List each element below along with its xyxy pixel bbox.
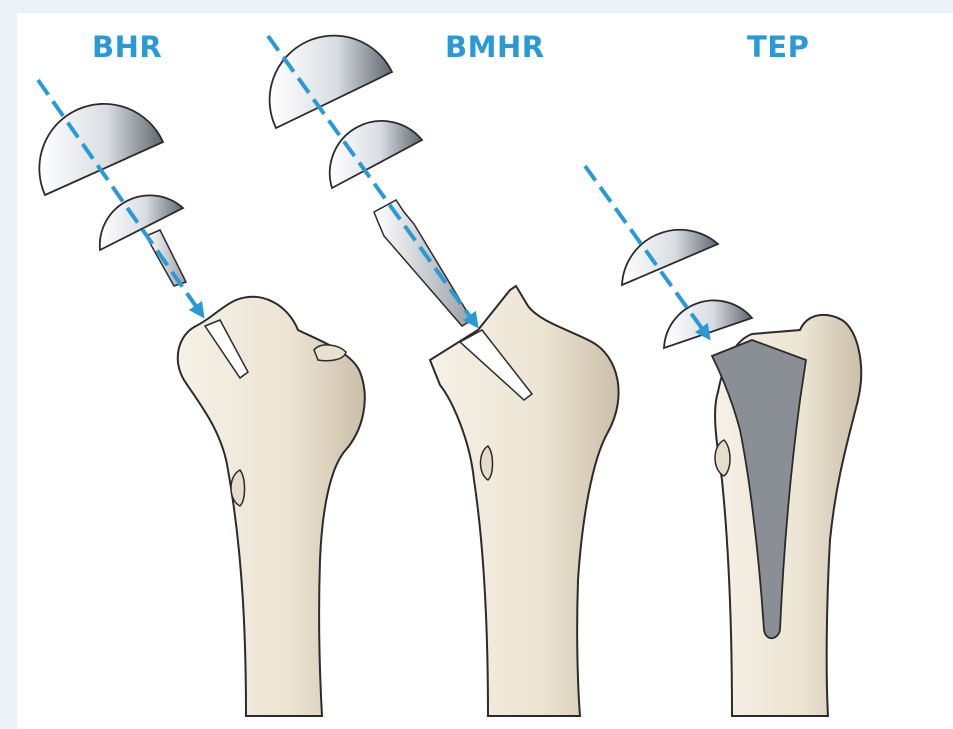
bmhr-lesser-trochanter: [481, 446, 493, 480]
bmhr-femur: [430, 286, 619, 716]
bhr-group: [38, 80, 365, 716]
tep-head-2: [664, 300, 752, 348]
bhr-cap-1: [39, 104, 163, 195]
tep-group: [585, 166, 861, 716]
label-bhr: BHR: [92, 30, 162, 64]
bmhr-cap-1: [270, 36, 392, 128]
bmhr-cap-2: [330, 121, 422, 188]
bhr-greater-trochanter: [314, 345, 346, 361]
label-bmhr: BMHR: [445, 30, 545, 64]
bmhr-neck-stem: [374, 200, 472, 326]
label-tep: TEP: [747, 30, 809, 64]
bhr-cap-2: [100, 195, 183, 250]
bhr-peg: [146, 230, 186, 286]
